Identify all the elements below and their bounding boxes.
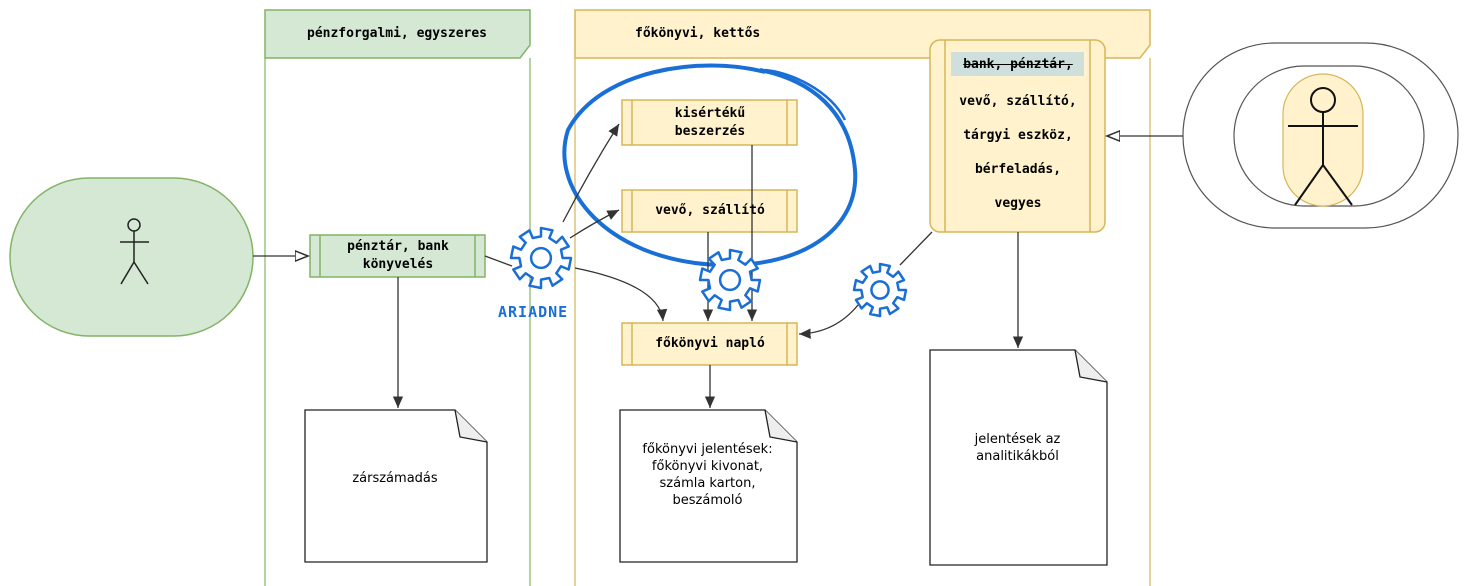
stick-figure-right-icon xyxy=(1288,87,1358,206)
doc-fokonyvi-jelentesek xyxy=(619,409,798,563)
doc-jelentesek-line-2: analitikákból xyxy=(976,449,1059,464)
arrow-gear-to-kisertek xyxy=(562,123,620,223)
process-fokonyvi-naplo xyxy=(621,322,798,366)
gear-ledger-icon xyxy=(698,248,762,312)
stick-figure-left-icon xyxy=(120,218,149,285)
doc-fokonyvi-jelentesek-text: főkönyvi jelentések: főkönyvi kivonat, s… xyxy=(620,441,795,509)
process-kisertek xyxy=(621,99,798,146)
doc-fokonyvi-line-3: számla karton, xyxy=(659,476,756,491)
process-penztar-bank-line-1: pénztár, bank xyxy=(347,239,449,254)
ariadne-label: ARIADNE xyxy=(498,303,569,321)
actor-terminator-right xyxy=(1182,42,1459,229)
process-vevo-szallito xyxy=(621,189,798,233)
analytics-item-vevo-szallito: vevő, szállító, xyxy=(959,94,1077,109)
doc-jelentesek-analitika xyxy=(929,349,1108,566)
doc-jelentesek-analitika-text: jelentések az analitikákból xyxy=(930,431,1105,465)
arrow-analytics-to-naplo xyxy=(799,231,933,334)
process-fokonyvi-naplo-label: főkönyvi napló xyxy=(655,336,765,351)
arrow-penztar-to-gear xyxy=(484,255,513,267)
doc-jelentesek-line-1: jelentések az xyxy=(974,432,1061,447)
gear-analytics-icon xyxy=(852,262,908,318)
actor-terminator-left xyxy=(9,177,254,337)
doc-fokonyvi-line-2: főkönyvi kivonat, xyxy=(651,459,764,474)
process-kisertek-line-2: beszerzés xyxy=(674,124,746,139)
analytics-item-vegyes: vegyes xyxy=(994,196,1042,211)
arrow-gear-to-vevo xyxy=(569,209,620,239)
doc-zarszamadas-text: zárszámadás xyxy=(352,471,438,486)
process-penztar-bank-line-2: könyvelés xyxy=(362,257,434,272)
analytics-item-berfeladas: bérfeladás, xyxy=(974,162,1062,177)
process-penztar-bank-label: pénztár, bank könyvelés xyxy=(322,238,474,274)
lane-cash-flow xyxy=(264,9,531,586)
arrow-gear-to-naplo xyxy=(574,267,668,322)
process-kisertek-line-1: kisértékű xyxy=(674,106,746,121)
lane-title-general-ledger: főkönyvi, kettős xyxy=(635,26,761,41)
doc-fokonyvi-line-1: főkönyvi jelentések: xyxy=(642,442,773,457)
process-vevo-szallito-label: vevő, szállító xyxy=(655,203,765,218)
connectors xyxy=(253,123,1183,408)
process-penztar-bank xyxy=(309,234,486,278)
process-kisertek-label: kisértékű beszerzés xyxy=(634,105,786,141)
highlight-circle xyxy=(562,63,858,268)
analytics-item-bank-penztar: bank, pénztár, xyxy=(963,57,1073,72)
lane-title-cash-flow: pénzforgalmi, egyszeres xyxy=(307,26,488,41)
doc-fokonyvi-line-4: beszámoló xyxy=(672,493,743,508)
doc-zarszamadas xyxy=(304,409,488,563)
gear-ariadne-icon xyxy=(509,226,573,290)
analytics-item-targyi-eszkoz: tárgyi eszköz, xyxy=(963,128,1073,143)
